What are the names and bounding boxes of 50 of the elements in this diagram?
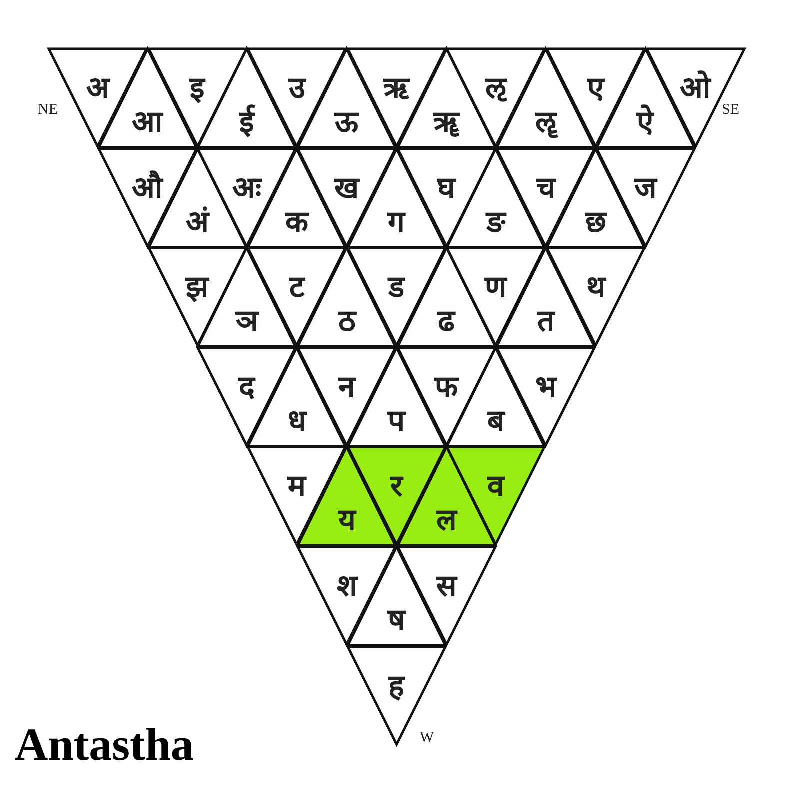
letter: ऊ xyxy=(334,108,359,138)
letter: फ xyxy=(434,372,458,403)
letter: त xyxy=(537,307,554,338)
direction-label: NE xyxy=(38,103,58,118)
letter: ड xyxy=(388,273,405,304)
title: Antastha xyxy=(15,722,194,768)
letter: ख xyxy=(334,174,360,204)
letter: ध xyxy=(288,406,306,437)
letter: च xyxy=(536,174,556,204)
letter: म xyxy=(288,472,306,502)
letter: आ xyxy=(132,108,164,138)
letter: ब xyxy=(488,406,505,437)
letter: य xyxy=(338,506,356,536)
letter: ञ xyxy=(236,307,258,338)
letter: ए xyxy=(587,74,604,104)
letter: भ xyxy=(535,372,556,403)
letter: इ xyxy=(190,74,205,104)
letter: ऌ xyxy=(486,74,507,104)
letter: घ xyxy=(437,174,456,204)
letter: श xyxy=(336,572,357,602)
letter: स xyxy=(436,572,456,602)
letter: ङ xyxy=(486,208,506,238)
letter: ठ xyxy=(338,307,356,338)
letter: प xyxy=(388,406,406,437)
letter: क xyxy=(285,208,308,238)
letter: छ xyxy=(585,208,606,238)
direction-label: SE xyxy=(722,103,740,118)
letter: व xyxy=(488,472,505,502)
letter: ज xyxy=(634,174,657,204)
letter: झ xyxy=(186,273,209,304)
letter: ट xyxy=(289,273,304,304)
letter: ढ xyxy=(438,307,455,338)
letter: अ xyxy=(86,74,110,104)
letter: ल xyxy=(436,506,456,536)
letter: ग xyxy=(388,208,406,238)
triangle-cell xyxy=(346,646,446,746)
letter: ॡ xyxy=(535,108,556,138)
letter: ह xyxy=(388,672,405,702)
letter: थ xyxy=(586,273,606,304)
letter: अः xyxy=(232,174,262,204)
letter: ऋ xyxy=(384,74,410,104)
letter: अं xyxy=(186,208,209,238)
letter: न xyxy=(338,372,356,403)
letter: द xyxy=(239,372,256,403)
letter: ष xyxy=(388,606,406,636)
letter: र xyxy=(390,472,403,502)
letter: ण xyxy=(485,273,508,304)
letter: ॠ xyxy=(433,108,460,138)
direction-label: W xyxy=(420,731,434,746)
letter: उ xyxy=(288,74,305,104)
